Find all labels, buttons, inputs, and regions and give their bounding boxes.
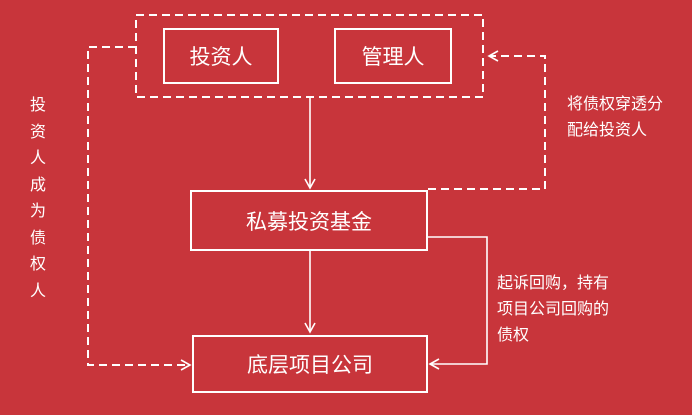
right-bottom-annotation-line: 债权 — [497, 325, 530, 344]
arrow-left-dashed — [87, 46, 192, 371]
company-box: 底层项目公司 — [192, 335, 428, 393]
right-top-annotation-line: 配给投资人 — [567, 120, 648, 139]
manager-label: 管理人 — [361, 45, 425, 69]
investor-box: 投资人 — [163, 28, 279, 84]
right-bottom-annotation-line: 起诉回购，持有 — [497, 273, 610, 292]
arrow-fund-to-company-right — [428, 236, 488, 370]
investor-label: 投资人 — [189, 45, 253, 69]
company-label: 底层项目公司 — [247, 353, 373, 377]
left-annotation: 投资人成为债权人 — [29, 95, 46, 300]
arrow-right-dashed — [428, 50, 546, 190]
right-top-annotation: 将债权穿透分 配给投资人 — [567, 91, 663, 143]
fund-label: 私募投资基金 — [246, 209, 372, 234]
fund-box: 私募投资基金 — [190, 190, 428, 251]
right-top-annotation-line: 将债权穿透分 — [567, 94, 664, 113]
right-bottom-annotation-line: 项目公司回购的 — [497, 299, 610, 318]
manager-box: 管理人 — [334, 28, 452, 84]
right-bottom-annotation: 起诉回购，持有 项目公司回购的 债权 — [497, 270, 609, 348]
